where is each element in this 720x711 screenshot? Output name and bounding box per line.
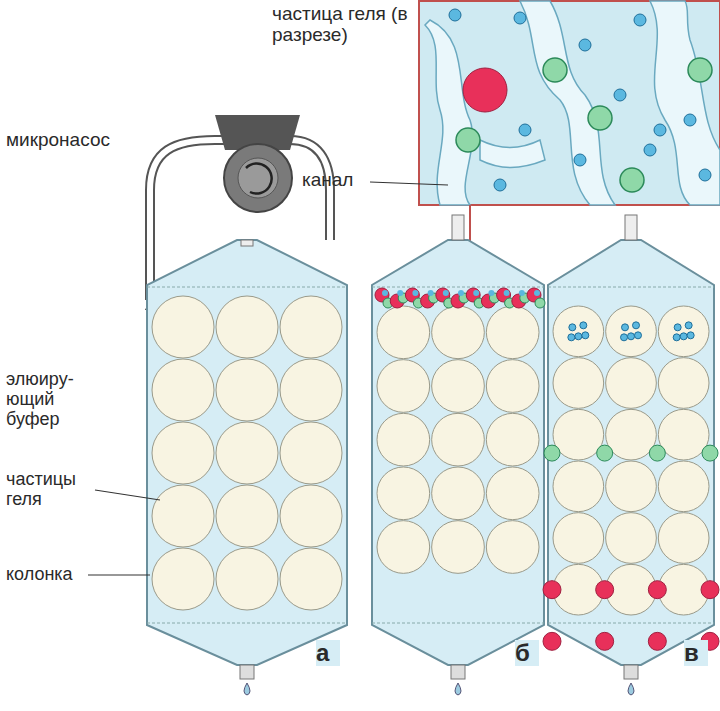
panel-letter: в — [684, 640, 708, 666]
panel-letter: б — [515, 640, 539, 666]
column — [372, 215, 545, 695]
column-label: колонка — [6, 565, 88, 585]
inset-label: частица геля (в разрезе) — [272, 4, 417, 46]
leader-line — [95, 490, 160, 500]
leader-line — [370, 182, 448, 185]
panel-letter: а — [316, 640, 340, 666]
leader-line — [88, 574, 150, 575]
gel-section — [419, 1, 720, 205]
pump-label: микронасос — [6, 130, 146, 151]
buffer-label: элюиру- ющий буфер — [6, 370, 88, 429]
column — [147, 240, 347, 695]
channel-label: канал — [302, 170, 368, 191]
column — [543, 215, 719, 695]
gel-label: частицы геля — [6, 470, 94, 510]
